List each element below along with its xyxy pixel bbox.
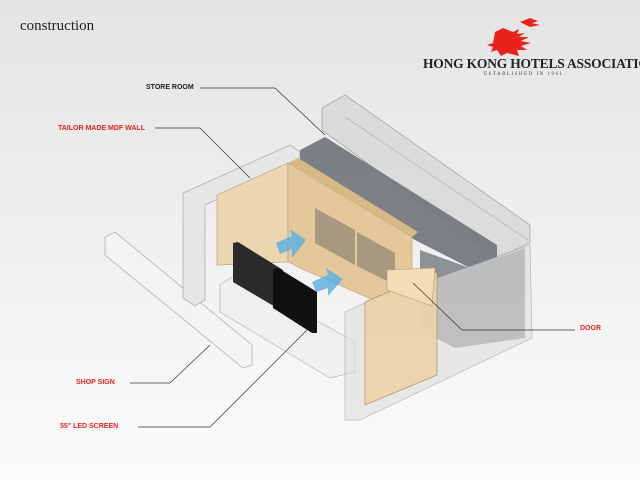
logo-established: ESTABLISHED IN 1961 xyxy=(484,72,564,77)
leader-line xyxy=(138,329,308,428)
leader-line xyxy=(155,127,251,179)
label-mdf-wall: TAILOR MADE MDF WALL xyxy=(58,125,145,132)
leader-line xyxy=(200,87,326,136)
wall-panel xyxy=(357,232,395,285)
left-glass-wall xyxy=(182,144,301,307)
mdf-wall-edge xyxy=(288,158,418,237)
arrow-icon xyxy=(276,229,306,258)
leader-line xyxy=(412,282,575,331)
arrow-icon xyxy=(312,268,343,296)
label-door: DOOR xyxy=(580,325,601,332)
label-store-room: STORE ROOM xyxy=(146,84,194,91)
label-led-screen: 55" LED SCREEN xyxy=(60,423,119,430)
door-leaf xyxy=(386,267,436,307)
logo-name: HONG KONG HOTELS ASSOCIATION xyxy=(423,56,640,71)
store-room-block xyxy=(300,137,497,268)
dragon-logo-icon xyxy=(487,18,540,56)
leader-line xyxy=(130,344,211,384)
led-screen xyxy=(273,268,317,333)
led-screen xyxy=(233,242,283,310)
label-shop-sign: SHOP SIGN xyxy=(76,379,115,386)
page-title: construction xyxy=(20,18,95,34)
store-room-glass xyxy=(321,94,531,259)
wall-panel xyxy=(315,208,355,265)
